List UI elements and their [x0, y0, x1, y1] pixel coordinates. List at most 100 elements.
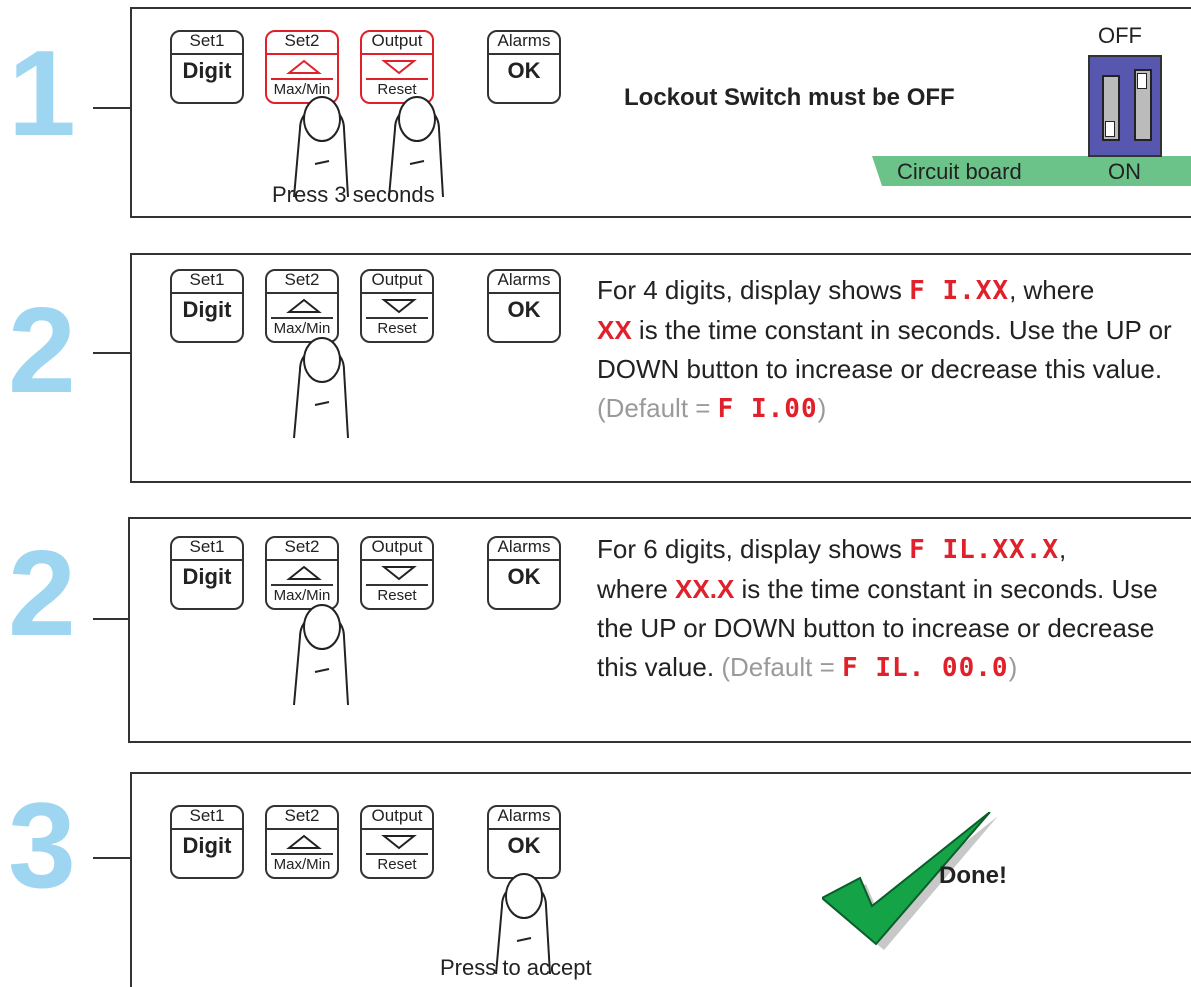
key-top-label: Set2 — [284, 806, 320, 825]
key-top-label: Set1 — [189, 270, 225, 289]
set2-up-key[interactable]: Set2 Max/Min — [265, 536, 339, 610]
connector-2 — [93, 352, 131, 354]
instruction-part: where — [597, 574, 676, 604]
key-divider — [362, 292, 432, 294]
default-equals: = — [819, 652, 843, 682]
variable-highlight: XX — [597, 315, 632, 345]
key-divider — [366, 317, 428, 319]
key-sub-label: Reset — [377, 81, 417, 98]
step-number-1: 1 — [8, 25, 76, 161]
display-readout: F I.XX — [909, 276, 1010, 306]
key-main-label: OK — [507, 297, 541, 322]
default-note: (Default — [721, 652, 813, 682]
default-close: ) — [817, 393, 827, 423]
instruction-part: , — [1059, 534, 1067, 564]
output-down-key[interactable]: Output Reset — [360, 805, 434, 879]
down-arrow-icon — [381, 60, 417, 75]
key-sub-label: Reset — [377, 856, 417, 873]
key-divider — [271, 317, 333, 319]
key-top-label: Alarms — [497, 270, 551, 289]
instruction-part: , where — [1009, 275, 1095, 305]
down-arrow-icon — [381, 299, 417, 314]
key-sub-label: Reset — [377, 587, 417, 604]
key-divider — [271, 853, 333, 855]
circuit-board-label: Circuit board — [897, 159, 1022, 184]
key-top-label: Output — [371, 270, 423, 289]
key-sub-label: Max/Min — [273, 320, 331, 337]
step-2-panel: Set1 Digit Set2 Max/Min Output Reset Ala… — [130, 253, 1191, 483]
key-divider — [267, 828, 337, 830]
set2-up-key[interactable]: Set2 Max/Min — [265, 30, 339, 104]
variable-highlight: XX.X — [675, 574, 735, 604]
done-message: Done! — [939, 862, 1007, 889]
key-divider — [362, 828, 432, 830]
display-readout: F IL.XX.X — [909, 535, 1060, 565]
press-caption: Press to accept — [440, 955, 592, 980]
key-divider — [489, 53, 559, 55]
connector-4 — [93, 857, 131, 859]
key-main-label: OK — [507, 833, 541, 858]
set2-up-key[interactable]: Set2 Max/Min — [265, 269, 339, 343]
up-arrow-icon — [286, 565, 322, 580]
up-arrow-icon — [286, 59, 322, 74]
instruction-part: For 6 digits, display shows — [597, 534, 910, 564]
set2-up-key[interactable]: Set2 Max/Min — [265, 805, 339, 879]
connector-3 — [93, 618, 131, 620]
key-top-label: Set1 — [189, 806, 225, 825]
key-divider — [366, 584, 428, 586]
step-number-2: 2 — [8, 282, 76, 418]
key-sub-label: Max/Min — [273, 587, 331, 604]
set1-digit-key[interactable]: Set1 Digit — [170, 269, 244, 343]
output-down-key[interactable]: Output Reset — [360, 269, 434, 343]
circuit-board-strip — [872, 156, 1191, 186]
checkmark-icon — [822, 812, 998, 950]
set1-digit-key[interactable]: Set1 Digit — [170, 805, 244, 879]
key-divider — [271, 78, 333, 80]
down-arrow-icon — [381, 566, 417, 581]
alarms-ok-key[interactable]: Alarms OK — [487, 805, 561, 879]
step-number-3: 3 — [8, 777, 76, 913]
step-1-panel: Set1 Digit Set2 Max/Min Output Reset Ala… — [130, 7, 1191, 218]
set1-digit-key[interactable]: Set1 Digit — [170, 30, 244, 104]
finger-press-icon — [495, 873, 551, 975]
finger-press-icon — [388, 96, 444, 198]
instruction-part: is the time constant in seconds. Use the… — [597, 315, 1172, 384]
key-main-label: OK — [507, 564, 541, 589]
key-divider — [489, 559, 559, 561]
key-divider — [271, 584, 333, 586]
key-divider — [366, 78, 428, 80]
instruction-text: For 6 digits, display shows F IL.XX.X, w… — [597, 530, 1191, 688]
set1-digit-key[interactable]: Set1 Digit — [170, 536, 244, 610]
key-divider — [267, 53, 337, 55]
key-top-label: Set2 — [284, 537, 320, 556]
switch-toggle — [1137, 73, 1147, 89]
key-sub-label: Reset — [377, 320, 417, 337]
alarms-ok-key[interactable]: Alarms OK — [487, 30, 561, 104]
dip-switch — [1088, 55, 1162, 157]
switch-on-label: ON — [1108, 159, 1141, 184]
connector-1 — [93, 107, 131, 109]
step-2b-panel: Set1 Digit Set2 Max/Min Output Reset Ala… — [128, 517, 1191, 743]
key-divider — [362, 559, 432, 561]
press-caption: Press 3 seconds — [272, 182, 435, 207]
key-top-label: Alarms — [497, 806, 551, 825]
key-main-label: OK — [507, 58, 541, 83]
switch-slot — [1134, 69, 1152, 141]
alarms-ok-key[interactable]: Alarms OK — [487, 536, 561, 610]
output-down-key[interactable]: Output Reset — [360, 536, 434, 610]
default-close: ) — [1008, 652, 1018, 682]
key-divider — [366, 853, 428, 855]
finger-press-icon — [293, 96, 349, 198]
key-main-label: Digit — [182, 297, 232, 322]
key-divider — [267, 559, 337, 561]
switch-slot — [1102, 75, 1120, 141]
step-number-2b: 2 — [8, 525, 76, 661]
switch-toggle — [1105, 121, 1115, 137]
step-3-panel: Set1 Digit Set2 Max/Min Output Reset Ala… — [130, 772, 1191, 987]
alarms-ok-key[interactable]: Alarms OK — [487, 269, 561, 343]
output-down-key[interactable]: Output Reset — [360, 30, 434, 104]
up-arrow-icon — [286, 834, 322, 849]
key-main-label: Digit — [182, 833, 232, 858]
default-readout: F IL. 00.0 — [842, 653, 1009, 683]
key-divider — [172, 828, 242, 830]
